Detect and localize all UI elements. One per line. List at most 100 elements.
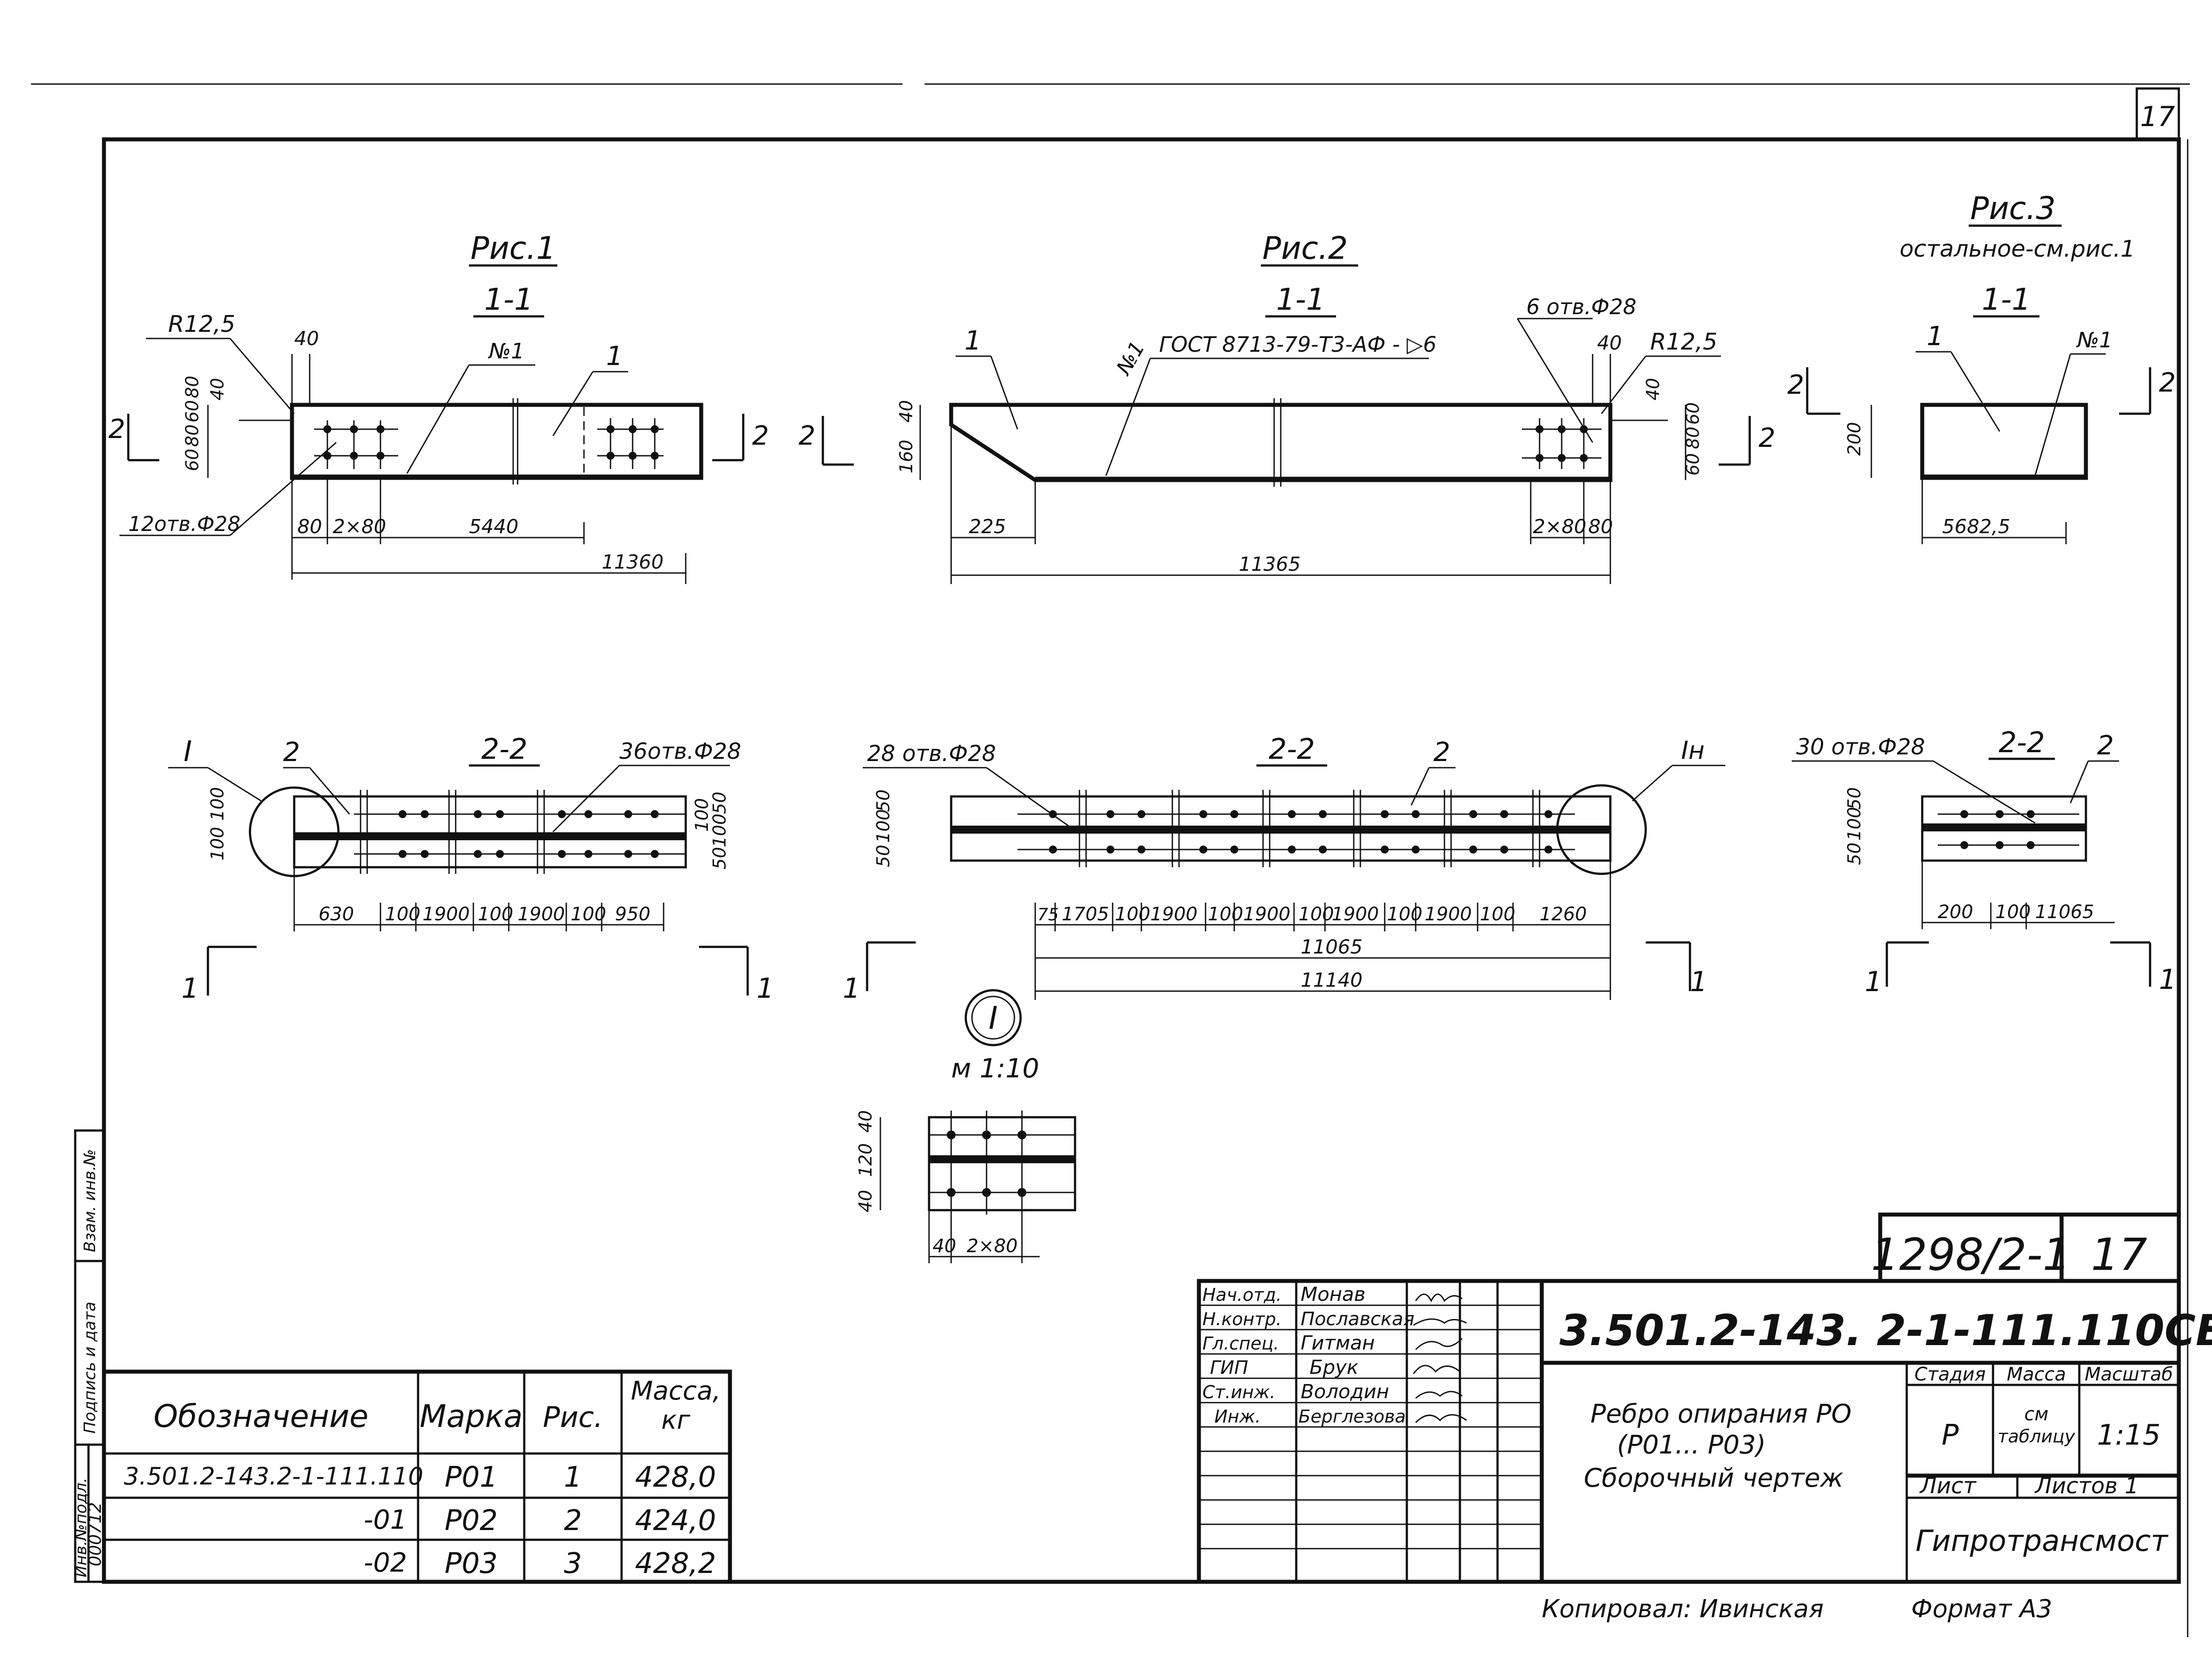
fig2-plan-dim-ticks	[1034, 861, 1611, 1000]
fig1-dim-100-a: 100	[207, 787, 228, 821]
fig2-dim-60-b: 60	[1683, 453, 1703, 476]
mass-label: Масса	[2007, 1363, 2066, 1385]
fig2-b100-3: 100	[1298, 903, 1334, 925]
fig1-dim-100-d: 100	[710, 814, 730, 847]
fig2-dim-225: 225	[969, 515, 1006, 538]
fig1-cut-1-left: 1	[181, 972, 199, 1004]
fig2-profile	[949, 403, 1613, 482]
drawing-frame	[102, 137, 2181, 1584]
fig2-b100-2: 100	[1208, 903, 1243, 925]
side-stamp: Инв.№подл. 000712 Подпись и дата Взам. и…	[72, 1129, 105, 1583]
figure-3: Рис.3 остальное-см.рис.1 1-1 1 №1 200 2 …	[1787, 190, 2176, 998]
role-title: Инж.	[1214, 1407, 1261, 1427]
fig2-b100-5: 100	[1480, 903, 1515, 925]
fig3-dim-100: 100	[1844, 807, 1865, 841]
spec-row-mass: 428,0	[635, 1461, 716, 1494]
fig1-dim-80-b: 80	[182, 376, 203, 398]
fig2-weld: №1	[1111, 337, 1149, 380]
role-title: Ст.инж.	[1202, 1382, 1275, 1403]
fig2-holes-2: 28 отв.Ф28	[867, 741, 996, 766]
fig1-b950: 950	[615, 903, 650, 925]
spec-row-designation: -01	[364, 1504, 407, 1535]
fig3-plan-holes	[1938, 810, 2079, 849]
fig1-dim-40-side: 40	[207, 378, 228, 400]
table-row: 3.501.2-143.2-1-111.110 Р01 1 428,0	[124, 1461, 716, 1494]
fig1-b100-1: 100	[385, 903, 420, 925]
fig2-dim-40-side: 40	[1643, 378, 1663, 400]
detail-label: I	[989, 1000, 998, 1036]
fig2-b1900-3: 1900	[1332, 903, 1379, 925]
fig1-callout-I: I	[184, 735, 192, 768]
side-stamp-replace-inv: Взам. инв.№	[81, 1149, 99, 1252]
fig1-cut-mark-right: 2	[752, 420, 769, 451]
fig1-cut-mark-left: 2	[108, 414, 125, 445]
role-name: Володин	[1301, 1380, 1389, 1403]
fig1-b100-3: 100	[571, 903, 606, 925]
fig2-b1260: 1260	[1540, 903, 1587, 925]
detail-dim-40-h: 40	[933, 1235, 956, 1257]
copied-by: Копировал: Ивинская	[1542, 1595, 1824, 1623]
spec-row-mark: Р02	[445, 1504, 498, 1537]
spec-row-fig: 2	[564, 1504, 582, 1537]
list-item: Гл.спец. Гитман	[1202, 1332, 1375, 1354]
fig2-dim-80-a: 80	[1683, 427, 1703, 449]
fig2-callout-In: Iн	[1681, 736, 1705, 765]
detail-scale: м 1:10	[951, 1053, 1039, 1084]
fig1-title: Рис.1	[471, 230, 556, 266]
fig2-section-title: 1-1	[1276, 282, 1325, 317]
fig1-dim-60-b: 60	[182, 400, 203, 423]
product-name-line2: (Р01... Р03)	[1617, 1430, 1766, 1460]
sheet-format: Формат А3	[1911, 1595, 2052, 1623]
list-item: Инж. Берглезова	[1214, 1407, 1406, 1427]
role-name: Брук	[1310, 1356, 1359, 1379]
fig3-b11065: 11065	[2035, 901, 2094, 923]
spec-row-fig: 1	[564, 1461, 582, 1494]
product-name-line1: Ребро опирания РО	[1590, 1399, 1851, 1429]
fig3-dim-200: 200	[1844, 422, 1865, 456]
detail-dim-120: 120	[856, 1143, 876, 1177]
fig1-holes: 12отв.Ф28	[128, 512, 240, 536]
fig1-dim-11360: 11360	[602, 551, 664, 573]
fig3-b200: 200	[1938, 901, 1973, 923]
fig1-dim-60-a: 60	[182, 449, 203, 471]
spec-row-mass: 428,2	[635, 1547, 716, 1580]
detail-dim-40-b: 40	[856, 1190, 876, 1212]
title-block: 1298/2-1 17 Нач.отд.	[1197, 1212, 2212, 1584]
mass-value-line2: таблицу	[1998, 1427, 2076, 1447]
fig2-gost: ГОСТ 8713-79-Т3-АФ - ▷6	[1159, 332, 1436, 357]
fig3-b100: 100	[1995, 901, 2031, 923]
spec-row-designation: -02	[364, 1547, 407, 1578]
fig2-plan-holes	[1018, 810, 1575, 854]
fig3-part-2: 2	[2097, 730, 2114, 761]
fig2-plan-breaks	[1079, 790, 1540, 867]
fig2-cut-mark-right: 2	[1759, 423, 1775, 454]
fig2-dim-2x80: 2×80	[1533, 515, 1586, 538]
fig2-dim-100: 100	[873, 809, 894, 843]
fig2-b1900-1: 1900	[1150, 903, 1198, 925]
fig1-holes-2: 36отв.Ф28	[619, 738, 741, 764]
fig2-dim-60-a: 60	[1683, 402, 1703, 425]
list-item: Н.контр. Пославская	[1202, 1308, 1414, 1330]
scale-label: Масштаб	[2085, 1363, 2173, 1385]
sheet-number: 17	[2091, 1229, 2147, 1280]
mass-value-line1: см	[2024, 1403, 2049, 1425]
fig3-cut-1-left: 1	[1865, 965, 1882, 998]
stage-value: Р	[1942, 1419, 1959, 1452]
fig2-b100-4: 100	[1387, 903, 1422, 925]
stage-label: Стадия	[1914, 1363, 1985, 1385]
fig3-holes-2: 30 отв.Ф28	[1796, 734, 1925, 760]
spec-header-fig: Рис.	[543, 1401, 603, 1434]
fig2-title: Рис.2	[1263, 230, 1348, 266]
fig1-plan	[293, 795, 687, 869]
fig1-plan-breaks	[360, 790, 545, 874]
scale-value: 1:15	[2097, 1419, 2161, 1452]
fig2-holes: 6 отв.Ф28	[1526, 295, 1636, 319]
role-title: Нач.отд.	[1202, 1285, 1282, 1305]
detail-plate	[928, 1116, 1076, 1211]
page-number-box	[2135, 87, 2180, 141]
fig2-dim-40-top: 40	[1597, 332, 1622, 354]
spec-header-designation: Обозначение	[154, 1398, 369, 1434]
fig2-dim-50-b: 50	[873, 845, 894, 867]
fig1-part-2: 2	[283, 737, 300, 768]
